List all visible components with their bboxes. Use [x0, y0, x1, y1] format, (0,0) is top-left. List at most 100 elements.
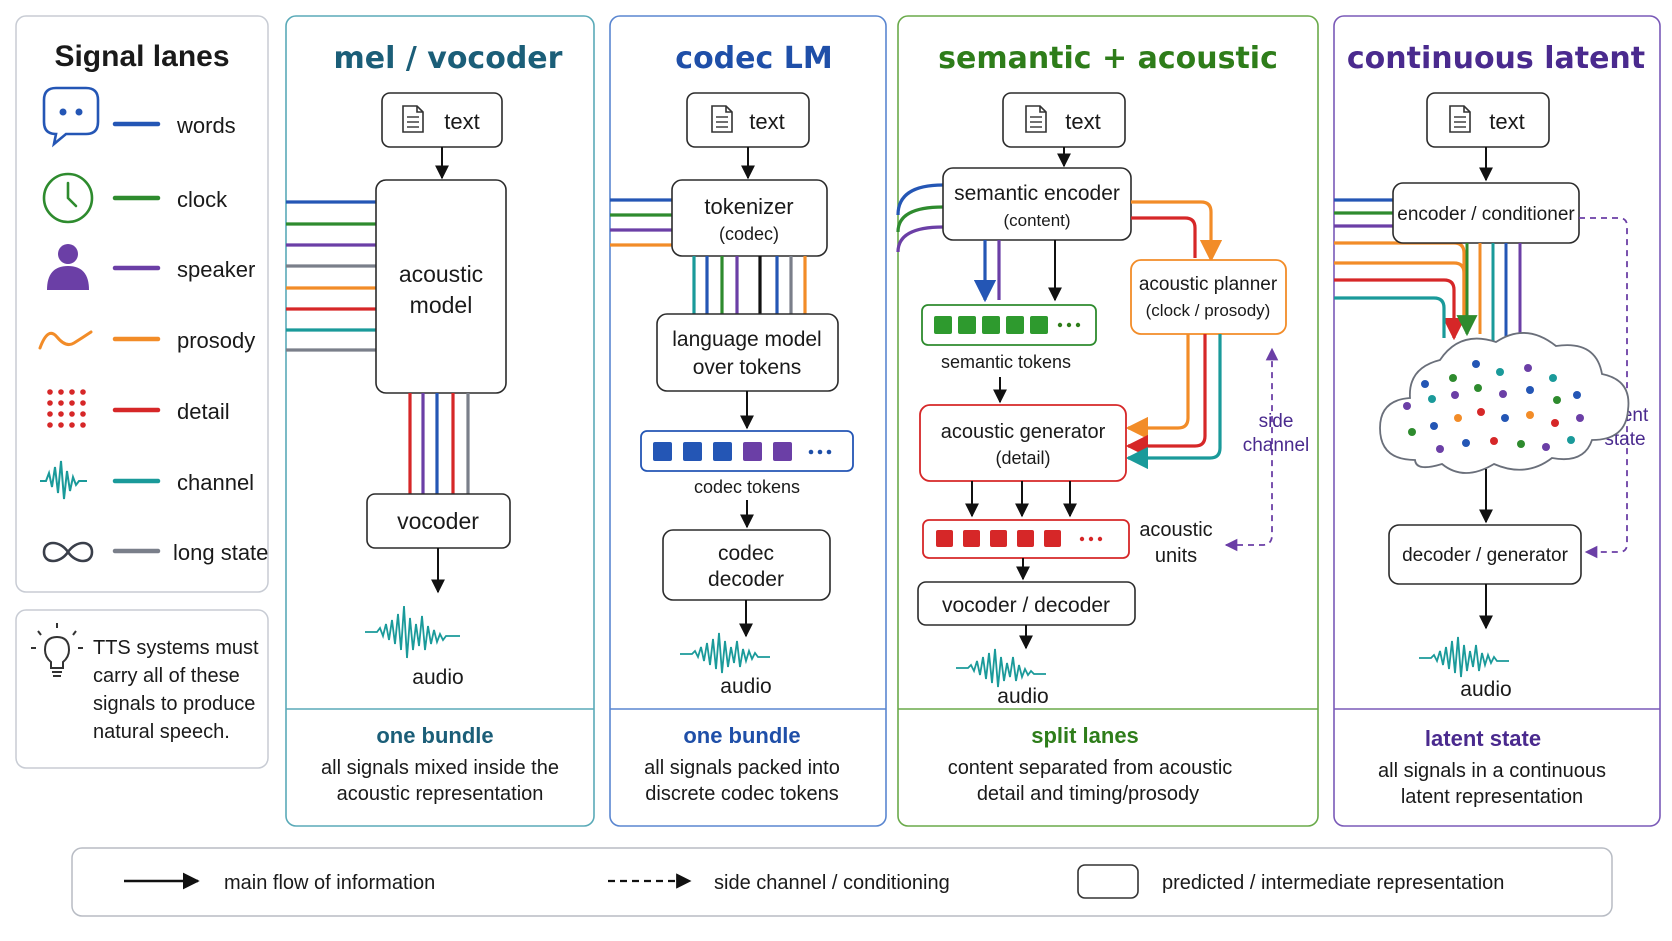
mel-vocoder-label: vocoder: [397, 508, 479, 534]
continuous-footer-line-1: all signals in a continuous: [1378, 760, 1606, 782]
codec-decoder-line-2: decoder: [708, 568, 784, 591]
audio-waveform-icon: [365, 605, 460, 659]
semantic-text-label: text: [1065, 109, 1100, 134]
legend-label-prosody: prosody: [177, 328, 255, 353]
codec-footer-line-1: all signals packed into: [644, 757, 840, 779]
semantic-input-lanes: [896, 183, 944, 253]
mel-title: mel / vocoder: [334, 41, 563, 76]
tokenizer-sublabel: (codec): [719, 224, 779, 244]
wave-icon: [38, 330, 93, 350]
mel-footer-line-1: all signals mixed inside the: [321, 757, 559, 779]
semantic-tokens-label: semantic tokens: [941, 352, 1071, 372]
acoustic-model-line-1: acoustic: [399, 261, 483, 287]
note-box: TTS systems must carry all of these sign…: [15, 609, 269, 769]
document-icon: [711, 105, 733, 133]
vocoder-decoder-label: vocoder / decoder: [942, 594, 1110, 617]
encoder-to-planner-prosody: [1131, 200, 1223, 263]
continuous-audio-label: audio: [1460, 678, 1511, 701]
codec-tokens-strip: [640, 430, 854, 472]
legend-title: Signal lanes: [54, 40, 229, 73]
semantic-encoder-box: semantic encoder (content): [942, 167, 1132, 241]
codec-title: codec LM: [675, 41, 832, 76]
codec-audio-label: audio: [720, 675, 771, 698]
semantic-tokens-strip: [921, 304, 1097, 346]
mel-text-box: text: [381, 92, 503, 148]
decoder-generator-box: decoder / generator: [1388, 524, 1582, 585]
encoder-to-latent-lanes: [1456, 243, 1522, 344]
legend-label-words: words: [176, 113, 236, 138]
semantic-encoder-sublabel: (content): [1003, 211, 1070, 230]
encoder-to-tokens-lanes: [973, 240, 1062, 303]
mel-vocoder-box: vocoder: [366, 493, 511, 549]
legend-label-detail: detail: [177, 399, 230, 424]
planner-to-generator-prosody: [1125, 334, 1190, 440]
codec-tokens-label: codec tokens: [694, 477, 800, 497]
document-icon: [1449, 105, 1471, 133]
infinity-icon: [42, 541, 94, 563]
legend-label-channel: channel: [177, 470, 254, 495]
document-icon: [402, 105, 424, 133]
planner-to-generator-channel: [1125, 334, 1222, 470]
language-model-box: language model over tokens: [656, 313, 839, 392]
semantic-footer-line-2: detail and timing/prosody: [977, 783, 1199, 805]
panel-codec-lm: codec LM text tokenizer (codec): [609, 15, 887, 827]
acoustic-units-line-2: units: [1155, 545, 1197, 567]
generator-to-units-arrows: [965, 481, 1077, 518]
legend-label-speaker: speaker: [177, 257, 255, 282]
note-line-3: signals to produce: [93, 693, 255, 715]
note-line-4: natural speech.: [93, 721, 230, 743]
codec-token-lanes: [692, 256, 807, 314]
lm-line-1: language model: [672, 328, 821, 351]
mel-text-label: text: [444, 109, 479, 134]
note-line-2: carry all of these: [93, 665, 240, 687]
side-channel-dashed-arrow: [1224, 347, 1279, 552]
codec-footer-line-2: discrete codec tokens: [645, 783, 838, 805]
encoder-conditioner-label: encoder / conditioner: [1397, 204, 1575, 225]
audio-waveform-icon: [1419, 636, 1509, 678]
intermediate-box-icon: [1077, 864, 1139, 899]
mel-audio-label: audio: [412, 666, 463, 689]
waveform-icon: [40, 460, 87, 500]
intermediate-label: predicted / intermediate representation: [1162, 872, 1504, 894]
codec-text-box: text: [686, 92, 810, 148]
speech-bubble-icon: [42, 86, 100, 148]
acoustic-generator-label: acoustic generator: [941, 421, 1106, 443]
encoder-conditioner-box: encoder / conditioner: [1392, 182, 1580, 244]
acoustic-planner-box: acoustic planner (clock / prosody): [1130, 259, 1287, 335]
clock-icon: [42, 172, 94, 224]
side-channel-label-2: channel: [1243, 435, 1310, 456]
codec-decoder-box: codec decoder: [662, 529, 831, 601]
mel-footer-line-2: acoustic representation: [337, 783, 544, 805]
acoustic-model-line-2: model: [410, 292, 473, 318]
semantic-footer-line-1: content separated from acoustic: [948, 757, 1233, 779]
continuous-footer-title: latent state: [1425, 726, 1541, 751]
lightbulb-icon: [31, 623, 83, 677]
continuous-text-label: text: [1489, 109, 1524, 134]
acoustic-generator-sublabel: (detail): [995, 448, 1050, 468]
codec-text-label: text: [749, 109, 784, 134]
bottom-legend: main flow of information side channel / …: [71, 847, 1613, 917]
note-line-1: TTS systems must: [93, 637, 259, 659]
decoder-generator-label: decoder / generator: [1402, 545, 1569, 566]
panel-mel-vocoder: mel / vocoder text acoustic model: [285, 15, 595, 827]
person-icon: [47, 244, 89, 290]
acoustic-units-strip: [922, 519, 1130, 559]
semantic-footer-title: split lanes: [1031, 723, 1139, 748]
dot-grid-icon: [47, 389, 86, 428]
continuous-title: continuous latent: [1347, 41, 1645, 76]
mel-output-lanes: [408, 393, 470, 494]
semantic-encoder-label: semantic encoder: [954, 182, 1120, 205]
semantic-text-box: text: [1002, 92, 1126, 148]
legend-label-clock: clock: [177, 187, 228, 212]
acoustic-model-box: acoustic model: [375, 179, 507, 394]
latent-state-dashed-arrow: [1579, 217, 1628, 559]
main-flow-label: main flow of information: [224, 872, 435, 894]
semantic-title: semantic + acoustic: [938, 41, 1278, 76]
encoder-to-planner-detail: [1131, 216, 1197, 258]
lm-line-2: over tokens: [693, 356, 802, 379]
planner-to-generator-detail: [1125, 334, 1207, 458]
mel-footer-title: one bundle: [376, 723, 493, 748]
side-channel-label-1: side: [1259, 411, 1294, 432]
signal-lanes-legend: Signal lanes words clock speaker prosody: [15, 15, 269, 593]
